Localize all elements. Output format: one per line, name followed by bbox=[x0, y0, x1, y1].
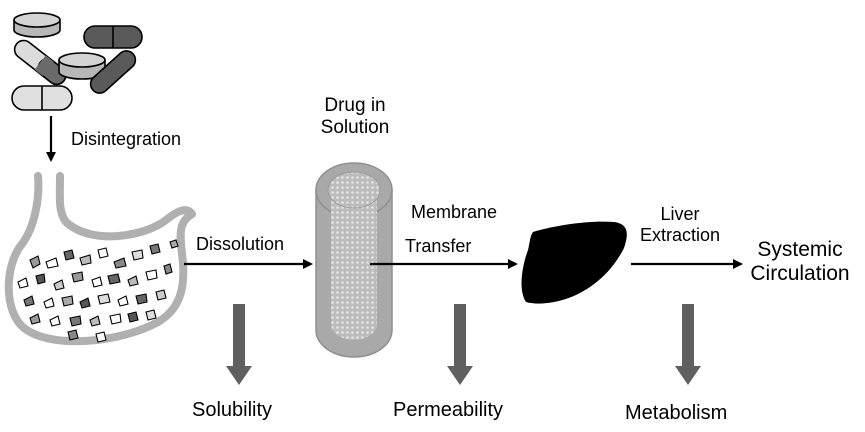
capsule-diagonal-light bbox=[13, 39, 67, 86]
solubility-label: Solubility bbox=[192, 399, 273, 421]
drug-in-solution-label: Drug in Solution bbox=[300, 95, 410, 139]
liver-shape bbox=[521, 221, 627, 304]
systemic-circulation-line-1: Systemic bbox=[757, 238, 843, 261]
dissolution-label: Dissolution bbox=[196, 234, 285, 254]
capsule-bottom bbox=[11, 85, 73, 111]
liver-extraction-line-1: Liver bbox=[660, 204, 700, 224]
permeability-arrow bbox=[447, 304, 473, 385]
vessel-illustration bbox=[315, 162, 393, 358]
tablet-top-left bbox=[13, 12, 61, 38]
metabolism-label: Metabolism bbox=[625, 402, 728, 424]
permeability-label: Permeability bbox=[393, 399, 504, 421]
capsule-diagonal-dark bbox=[89, 50, 137, 94]
solubility-arrow bbox=[226, 304, 252, 385]
pills-illustration bbox=[11, 12, 143, 111]
systemic-circulation-line-2: Circulation bbox=[750, 262, 850, 286]
drug-in-solution-line-2: Solution bbox=[320, 116, 390, 138]
metabolism-arrow bbox=[675, 304, 701, 385]
systemic-circulation-label: Systemic Circulation bbox=[738, 238, 862, 286]
capsule-dark bbox=[83, 25, 143, 49]
tablet-middle bbox=[58, 52, 106, 80]
drug-in-solution-line-1: Drug in bbox=[324, 95, 386, 116]
liver-extraction-line-2: Extraction bbox=[639, 224, 721, 245]
membrane-label: Membrane bbox=[411, 202, 498, 222]
stomach-illustration bbox=[4, 172, 196, 346]
stomach-particles bbox=[17, 239, 179, 343]
liver-extraction-label: Liver Extraction bbox=[625, 204, 735, 245]
transfer-label: Transfer bbox=[405, 236, 472, 256]
disintegration-label: Disintegration bbox=[71, 129, 182, 149]
